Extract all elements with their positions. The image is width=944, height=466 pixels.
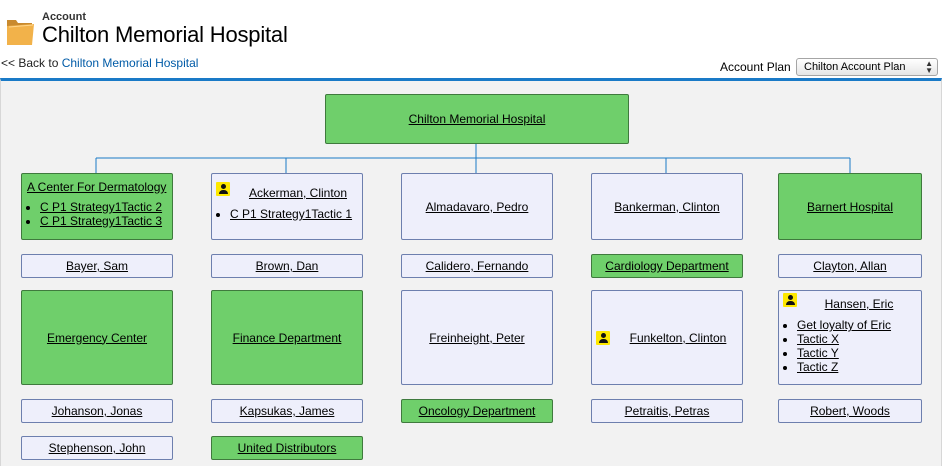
- account-node[interactable]: Cardiology Department: [591, 254, 743, 278]
- contact-node[interactable]: Ackerman, Clinton C P1 Strategy1Tactic 1: [211, 173, 363, 240]
- root-account-node[interactable]: Chilton Memorial Hospital: [325, 94, 629, 144]
- tactic-link[interactable]: Tactic X: [797, 332, 840, 346]
- contact-node[interactable]: Robert, Woods: [778, 399, 922, 423]
- contact-node[interactable]: Hansen, Eric Get loyalty of Eric Tactic …: [778, 290, 922, 385]
- account-node[interactable]: A Center For Dermatology C P1 Strategy1T…: [21, 173, 173, 240]
- contact-link[interactable]: Robert, Woods: [810, 404, 890, 418]
- account-link[interactable]: Emergency Center: [46, 330, 148, 345]
- contact-link[interactable]: Hansen, Eric: [824, 297, 894, 311]
- contact-node[interactable]: Clayton, Allan: [778, 254, 922, 278]
- contact-person-icon: [216, 182, 230, 196]
- contact-node[interactable]: Funkelton, Clinton: [591, 290, 743, 385]
- contact-node[interactable]: Petraitis, Petras: [591, 399, 743, 423]
- back-prefix: << Back to: [1, 56, 62, 70]
- page-title: Chilton Memorial Hospital: [42, 22, 288, 47]
- tactic-item: Get loyalty of Eric: [797, 318, 891, 332]
- contact-person-icon: [783, 293, 797, 307]
- tactic-item: C P1 Strategy1Tactic 3: [40, 214, 162, 228]
- contact-link[interactable]: Freinheight, Peter: [429, 330, 525, 345]
- contact-node[interactable]: Almadavaro, Pedro: [401, 173, 553, 240]
- contact-node[interactable]: Freinheight, Peter: [401, 290, 553, 385]
- object-type-label: Account: [42, 11, 86, 23]
- hierarchy-board: Chilton Memorial Hospital A Center For D…: [0, 78, 942, 466]
- tactic-link[interactable]: Get loyalty of Eric: [797, 318, 892, 332]
- contact-node[interactable]: Stephenson, John: [21, 436, 173, 460]
- account-link[interactable]: Oncology Department: [418, 404, 536, 418]
- contact-person-icon: [596, 331, 610, 345]
- contact-link[interactable]: Funkelton, Clinton: [629, 330, 727, 345]
- tactic-link[interactable]: Tactic Z: [797, 360, 839, 374]
- account-link[interactable]: Cardiology Department: [605, 259, 729, 273]
- contact-link[interactable]: Bayer, Sam: [65, 259, 129, 273]
- select-arrows-icon: ▲▼: [925, 59, 933, 75]
- contact-link[interactable]: Bankerman, Clinton: [614, 199, 720, 214]
- account-link[interactable]: A Center For Dermatology: [27, 180, 167, 194]
- contact-link[interactable]: Clayton, Allan: [813, 259, 887, 273]
- account-node[interactable]: Oncology Department: [401, 399, 553, 423]
- contact-node[interactable]: Brown, Dan: [211, 254, 363, 278]
- tactic-item: C P1 Strategy1Tactic 1: [230, 207, 352, 221]
- tactic-link[interactable]: C P1 Strategy1Tactic 1: [230, 207, 353, 221]
- root-account-link[interactable]: Chilton Memorial Hospital: [408, 112, 546, 126]
- contact-link[interactable]: Kapsukas, James: [239, 404, 335, 418]
- contact-node[interactable]: Kapsukas, James: [211, 399, 363, 423]
- folder-icon: [7, 20, 34, 45]
- contact-link[interactable]: Almadavaro, Pedro: [425, 199, 529, 214]
- account-node[interactable]: Emergency Center: [21, 290, 173, 385]
- account-link[interactable]: Finance Department: [232, 330, 342, 345]
- tactic-item: C P1 Strategy1Tactic 2: [40, 200, 162, 214]
- tactic-link[interactable]: Tactic Y: [797, 346, 839, 360]
- account-node[interactable]: Finance Department: [211, 290, 363, 385]
- account-plan-label: Account Plan: [720, 60, 791, 74]
- tactic-item: Tactic Y: [797, 346, 891, 360]
- account-link[interactable]: United Distributors: [237, 441, 337, 455]
- account-node[interactable]: Barnert Hospital: [778, 173, 922, 240]
- contact-node[interactable]: Bankerman, Clinton: [591, 173, 743, 240]
- page-header: Account Chilton Memorial Hospital: [0, 0, 944, 56]
- account-plan-select[interactable]: Chilton Account Plan ▲▼: [796, 58, 938, 76]
- account-plan-selected: Chilton Account Plan: [804, 61, 906, 73]
- contact-node[interactable]: Calidero, Fernando: [401, 254, 553, 278]
- tactic-item: Tactic X: [797, 332, 891, 346]
- breadcrumb: << Back to Chilton Memorial Hospital: [1, 56, 198, 70]
- contact-link[interactable]: Ackerman, Clinton: [248, 186, 348, 200]
- tree-connectors: [95, 143, 851, 173]
- account-link[interactable]: Barnert Hospital: [806, 199, 894, 214]
- tactic-item: Tactic Z: [797, 360, 891, 374]
- account-node[interactable]: United Distributors: [211, 436, 363, 460]
- tactic-link[interactable]: C P1 Strategy1Tactic 2: [40, 200, 163, 214]
- contact-link[interactable]: Johanson, Jonas: [51, 404, 143, 418]
- contact-link[interactable]: Petraitis, Petras: [624, 404, 710, 418]
- contact-link[interactable]: Stephenson, John: [48, 441, 146, 455]
- contact-node[interactable]: Johanson, Jonas: [21, 399, 173, 423]
- contact-link[interactable]: Brown, Dan: [255, 259, 319, 273]
- contact-node[interactable]: Bayer, Sam: [21, 254, 173, 278]
- back-link[interactable]: Chilton Memorial Hospital: [61, 56, 199, 70]
- contact-link[interactable]: Calidero, Fernando: [425, 259, 529, 273]
- tactic-link[interactable]: C P1 Strategy1Tactic 3: [40, 214, 163, 228]
